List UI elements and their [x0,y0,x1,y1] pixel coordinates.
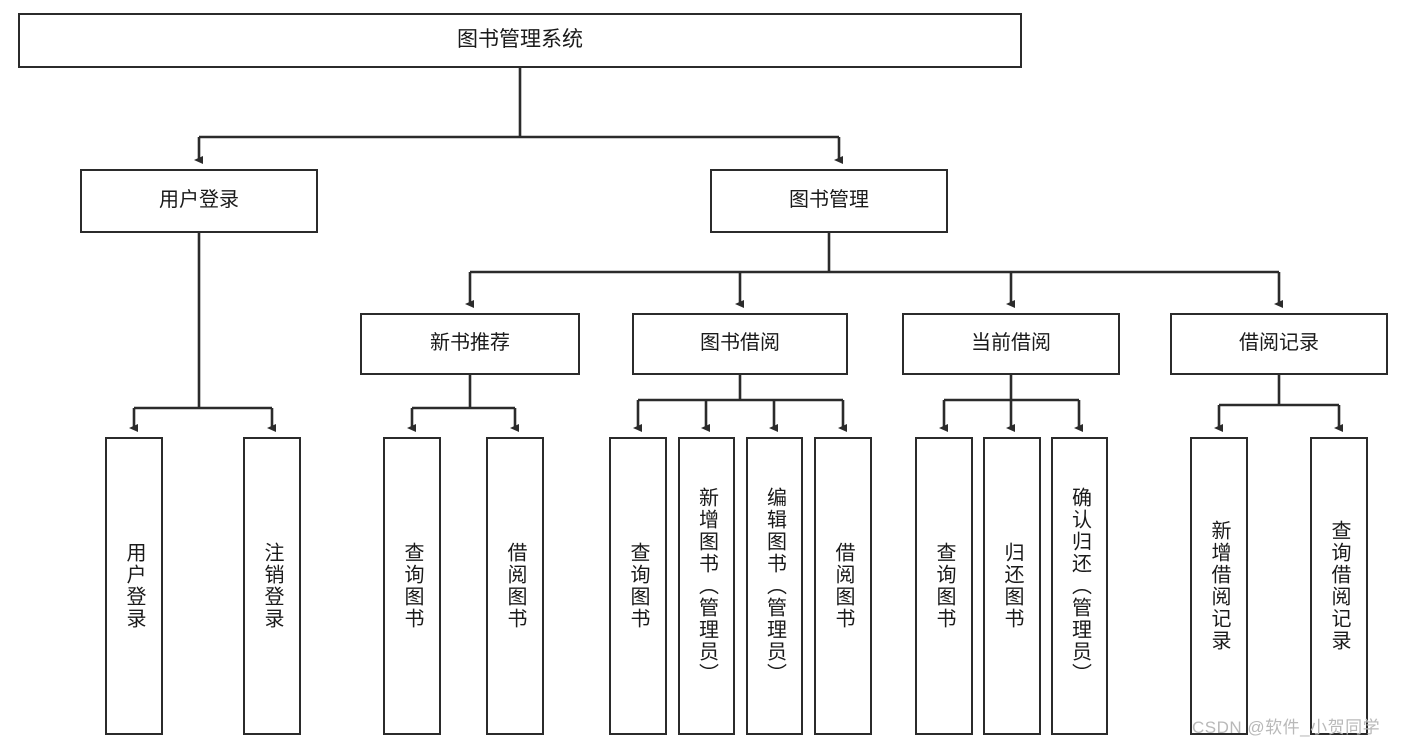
node-current-borrow-label: 当前借阅 [971,332,1051,355]
node-new-book-recommend[interactable]: 新书推荐 [360,313,580,375]
leaf-add-borrow-record-label: 新增借阅记录 [1208,520,1230,652]
leaf-add-borrow-record[interactable]: 新增借阅记录 [1190,437,1248,735]
node-root[interactable]: 图书管理系统 [18,13,1022,68]
leaf-borrow-book-1-label: 借阅图书 [504,542,526,630]
leaf-edit-book[interactable]: 编辑图书（管理员） [746,437,803,735]
leaf-query-book-3[interactable]: 查询图书 [915,437,973,735]
node-user-login[interactable]: 用户登录 [80,169,318,233]
leaf-add-book[interactable]: 新增图书（管理员） [678,437,735,735]
node-current-borrow[interactable]: 当前借阅 [902,313,1120,375]
node-borrow-record-label: 借阅记录 [1239,332,1319,355]
watermark: CSDN @软件_小贺同学 [1192,718,1381,737]
leaf-add-book-label: 新增图书（管理员） [695,487,718,685]
leaf-query-borrow-record-label: 查询借阅记录 [1328,520,1350,652]
leaf-edit-book-label: 编辑图书（管理员） [763,487,786,685]
leaf-query-book-2[interactable]: 查询图书 [609,437,667,735]
leaf-borrow-book-2[interactable]: 借阅图书 [814,437,872,735]
leaf-return-book[interactable]: 归还图书 [983,437,1041,735]
node-user-login-label: 用户登录 [159,189,239,212]
leaf-logout-login[interactable]: 注销登录 [243,437,301,735]
leaf-borrow-book-1[interactable]: 借阅图书 [486,437,544,735]
leaf-user-login[interactable]: 用户登录 [105,437,163,735]
node-book-borrow[interactable]: 图书借阅 [632,313,848,375]
node-book-management-label: 图书管理 [789,189,869,212]
leaf-return-book-label: 归还图书 [1001,542,1023,630]
leaf-query-book-1[interactable]: 查询图书 [383,437,441,735]
leaf-logout-login-label: 注销登录 [261,542,283,630]
leaf-user-login-label: 用户登录 [123,542,145,630]
leaf-query-book-1-label: 查询图书 [401,542,423,630]
node-book-management[interactable]: 图书管理 [710,169,948,233]
node-root-label: 图书管理系统 [457,28,583,52]
node-new-book-recommend-label: 新书推荐 [430,332,510,355]
leaf-confirm-return-label: 确认归还（管理员） [1068,487,1091,685]
leaf-query-borrow-record[interactable]: 查询借阅记录 [1310,437,1368,735]
leaf-query-book-3-label: 查询图书 [933,542,955,630]
node-book-borrow-label: 图书借阅 [700,332,780,355]
leaf-confirm-return[interactable]: 确认归还（管理员） [1051,437,1108,735]
node-borrow-record[interactable]: 借阅记录 [1170,313,1388,375]
leaf-query-book-2-label: 查询图书 [627,542,649,630]
leaf-borrow-book-2-label: 借阅图书 [832,542,854,630]
